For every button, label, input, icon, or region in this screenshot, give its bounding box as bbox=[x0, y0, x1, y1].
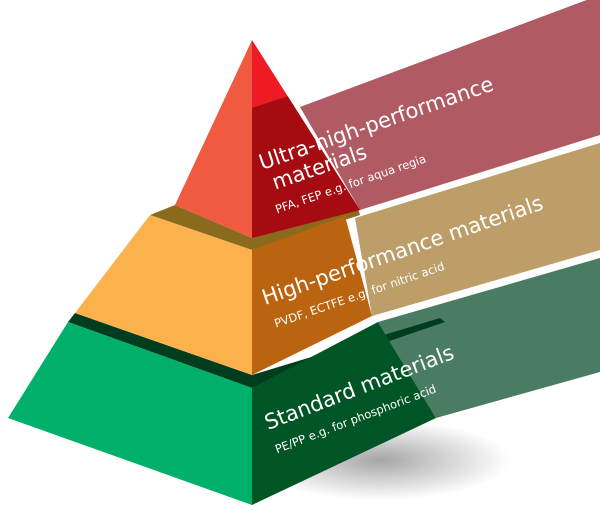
high-tier-left-face bbox=[75, 215, 252, 375]
high-tier-right-face bbox=[252, 216, 372, 375]
ribbon-high bbox=[355, 143, 600, 316]
standard-tier-right-face bbox=[252, 322, 436, 505]
ultra-high-tier-left-face bbox=[175, 40, 252, 238]
ultra-high-tier-right-face-shaded bbox=[252, 40, 360, 238]
standard-tier-left-face bbox=[8, 322, 252, 505]
ribbon-ultra-high bbox=[300, 0, 600, 210]
ribbon-standard bbox=[378, 258, 600, 418]
